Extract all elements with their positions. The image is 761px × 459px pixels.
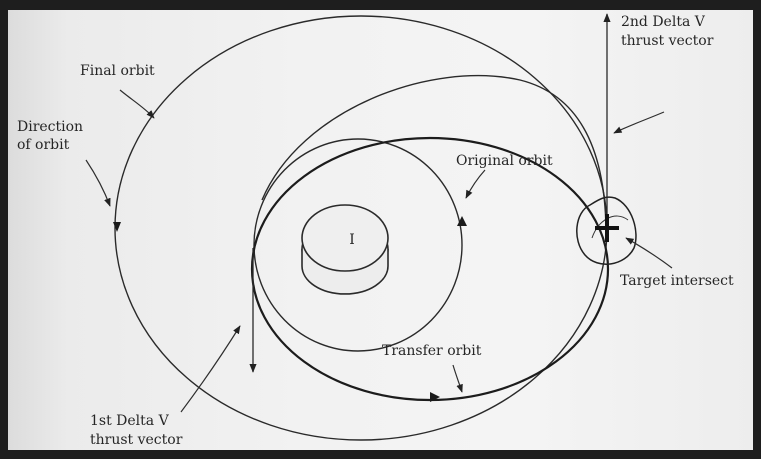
inner-orbit-arc xyxy=(261,74,607,231)
transfer-orbit-direction-arrow xyxy=(430,392,440,402)
direction-label-line2: of orbit xyxy=(17,137,70,153)
first-dv-label-line2: thrust vector xyxy=(90,432,183,448)
central-planet: I xyxy=(301,204,389,295)
final-orbit-label: Final orbit xyxy=(80,63,155,79)
final-orbit-direction-arrow xyxy=(113,222,121,232)
target-intersect-marker xyxy=(595,214,619,242)
planet-mark: I xyxy=(349,232,355,248)
second-dv-label-line2: thrust vector xyxy=(621,33,714,49)
first-dv-label-line1: 1st Delta V xyxy=(90,413,170,429)
original-orbit-leader xyxy=(465,169,486,199)
first-dv-leader xyxy=(180,325,241,413)
direction-label-line1: Direction xyxy=(17,119,83,135)
final-orbit-leader xyxy=(119,89,155,119)
target-intersect-label: Target intersect xyxy=(620,273,734,289)
target-intersect-leader xyxy=(625,237,673,269)
second-dv-label-line1: 2nd Delta V xyxy=(621,14,706,30)
second-dv-leader xyxy=(613,111,665,134)
transfer-orbit-leader xyxy=(452,364,463,393)
original-orbit-direction-arrow xyxy=(457,216,467,226)
direction-leader xyxy=(85,159,111,207)
original-orbit-label: Original orbit xyxy=(456,153,553,169)
transfer-orbit-label: Transfer orbit xyxy=(382,343,482,359)
